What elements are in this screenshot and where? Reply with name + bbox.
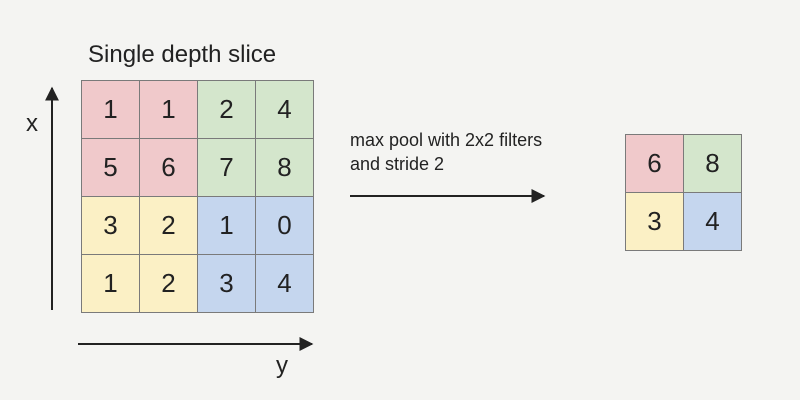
output-cell-r1-c2: 8: [683, 134, 742, 193]
caption-line-2: and stride 2: [350, 154, 445, 174]
diagram-title: Single depth slice: [88, 41, 277, 68]
y-axis-label: y: [276, 352, 288, 379]
output-cell-r2-c1: 3: [625, 192, 684, 251]
output-cell-r2-c2: 4: [683, 192, 742, 251]
input-cell-r2-c1: 5: [81, 138, 140, 197]
input-cell-r4-c1: 1: [81, 254, 140, 313]
input-cell-r3-c4: 0: [255, 196, 314, 255]
input-cell-r4-c4: 4: [255, 254, 314, 313]
caption-line-1: max pool with 2x2 filters: [350, 130, 543, 150]
input-cell-r1-c4: 4: [255, 80, 314, 139]
input-cell-r4-c3: 3: [197, 254, 256, 313]
input-cell-r2-c2: 6: [139, 138, 198, 197]
operation-caption: max pool with 2x2 filters and stride 2: [350, 128, 542, 176]
input-cell-r2-c3: 7: [197, 138, 256, 197]
x-axis-label: x: [26, 110, 38, 137]
input-cell-r3-c1: 3: [81, 196, 140, 255]
input-cell-r1-c2: 1: [139, 80, 198, 139]
input-cell-r4-c2: 2: [139, 254, 198, 313]
